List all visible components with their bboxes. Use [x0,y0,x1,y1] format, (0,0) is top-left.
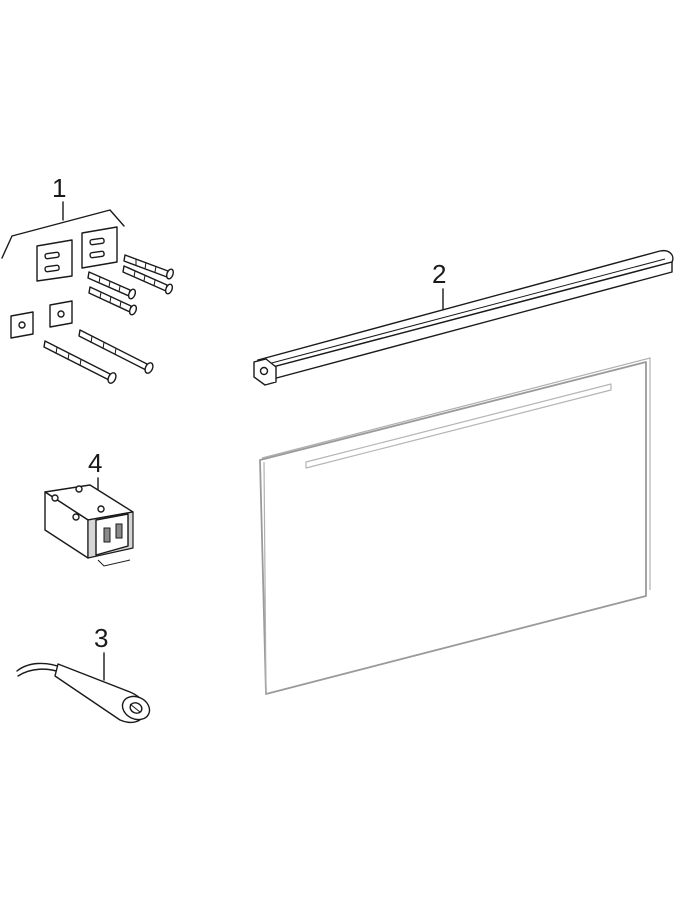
screw-1 [123,254,174,280]
washer-left [10,311,34,339]
fixing-set-group: 1 [1,173,174,384]
washer-right [49,300,73,328]
callout-3: 3 [94,623,108,653]
screw-4 [88,286,138,316]
callout-2: 2 [432,259,446,289]
screw-6 [43,340,117,384]
power-supply-unit [44,484,134,567]
mirror-side-edge [263,461,267,695]
mirror-light-strip [305,383,612,469]
screw-2 [122,265,174,295]
mounting-plate-right [81,226,118,269]
callout-4: 4 [88,448,102,478]
mounting-plate-left [36,239,73,282]
light-bar-group: 2 [253,249,674,386]
screw-5 [78,329,154,374]
callout-1-bracket [1,209,125,259]
mirror-panel [259,361,647,695]
light-bar [253,249,674,386]
mirror-back-edge [261,357,651,590]
sensor-switch [16,662,151,724]
power-supply-group: 4 [44,448,134,567]
mirror-group [259,357,651,695]
screw-3 [87,271,137,300]
callout-1: 1 [52,173,66,203]
sensor-switch-group: 3 [16,623,151,724]
